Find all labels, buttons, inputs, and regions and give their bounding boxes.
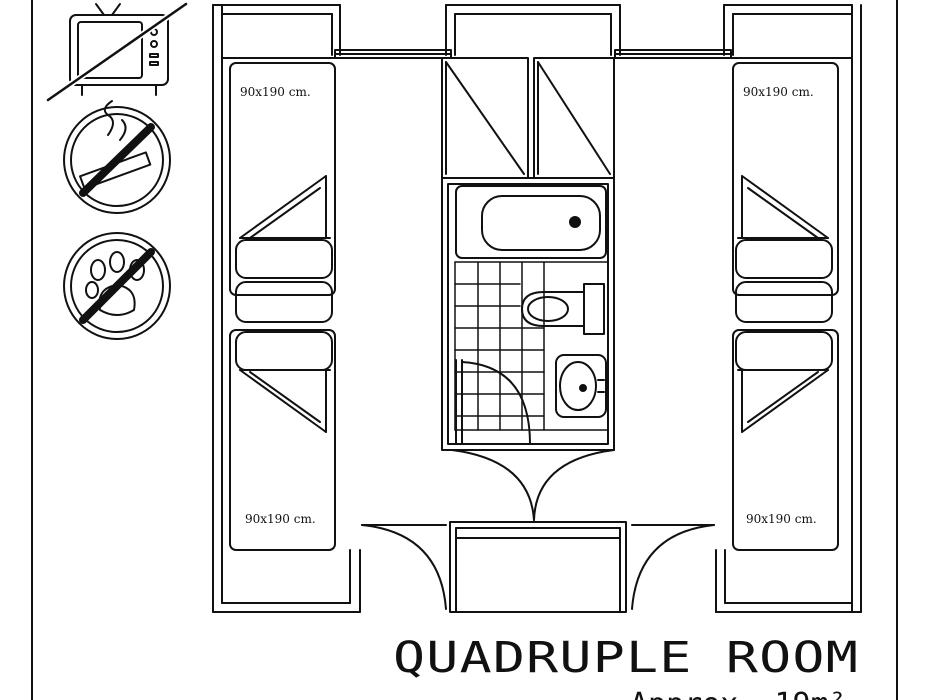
bathroom-door [455, 359, 531, 445]
bed-label: 90x190 cm. [743, 85, 814, 99]
wardrobe-left [441, 57, 529, 179]
bed-right-top [732, 62, 839, 323]
bathtub [455, 185, 607, 259]
toilet [521, 283, 605, 335]
no-smoking-icon [63, 100, 171, 214]
room-title: QUADRUPLE ROOM [393, 633, 859, 683]
bed-right-bottom [732, 329, 839, 551]
bathroom [441, 177, 615, 451]
bed-left-top [229, 62, 336, 323]
wall-center-top [445, 4, 621, 56]
window-right [614, 49, 732, 59]
no-tv-icon [45, 1, 189, 103]
door-right [631, 524, 715, 610]
room-area: Approx. 19m² [630, 687, 847, 700]
wall-right [715, 4, 862, 613]
window-left [334, 49, 452, 59]
wardrobe-right [533, 57, 615, 179]
no-pets-icon [63, 232, 171, 340]
entrance-door [451, 449, 615, 521]
cabinet [449, 521, 627, 613]
door-left [361, 524, 447, 610]
sink [555, 354, 607, 418]
wall-left [212, 4, 361, 613]
bed-label: 90x190 cm. [746, 512, 817, 526]
bed-left-bottom [229, 329, 336, 551]
bed-label: 90x190 cm. [240, 85, 311, 99]
bed-label: 90x190 cm. [245, 512, 316, 526]
